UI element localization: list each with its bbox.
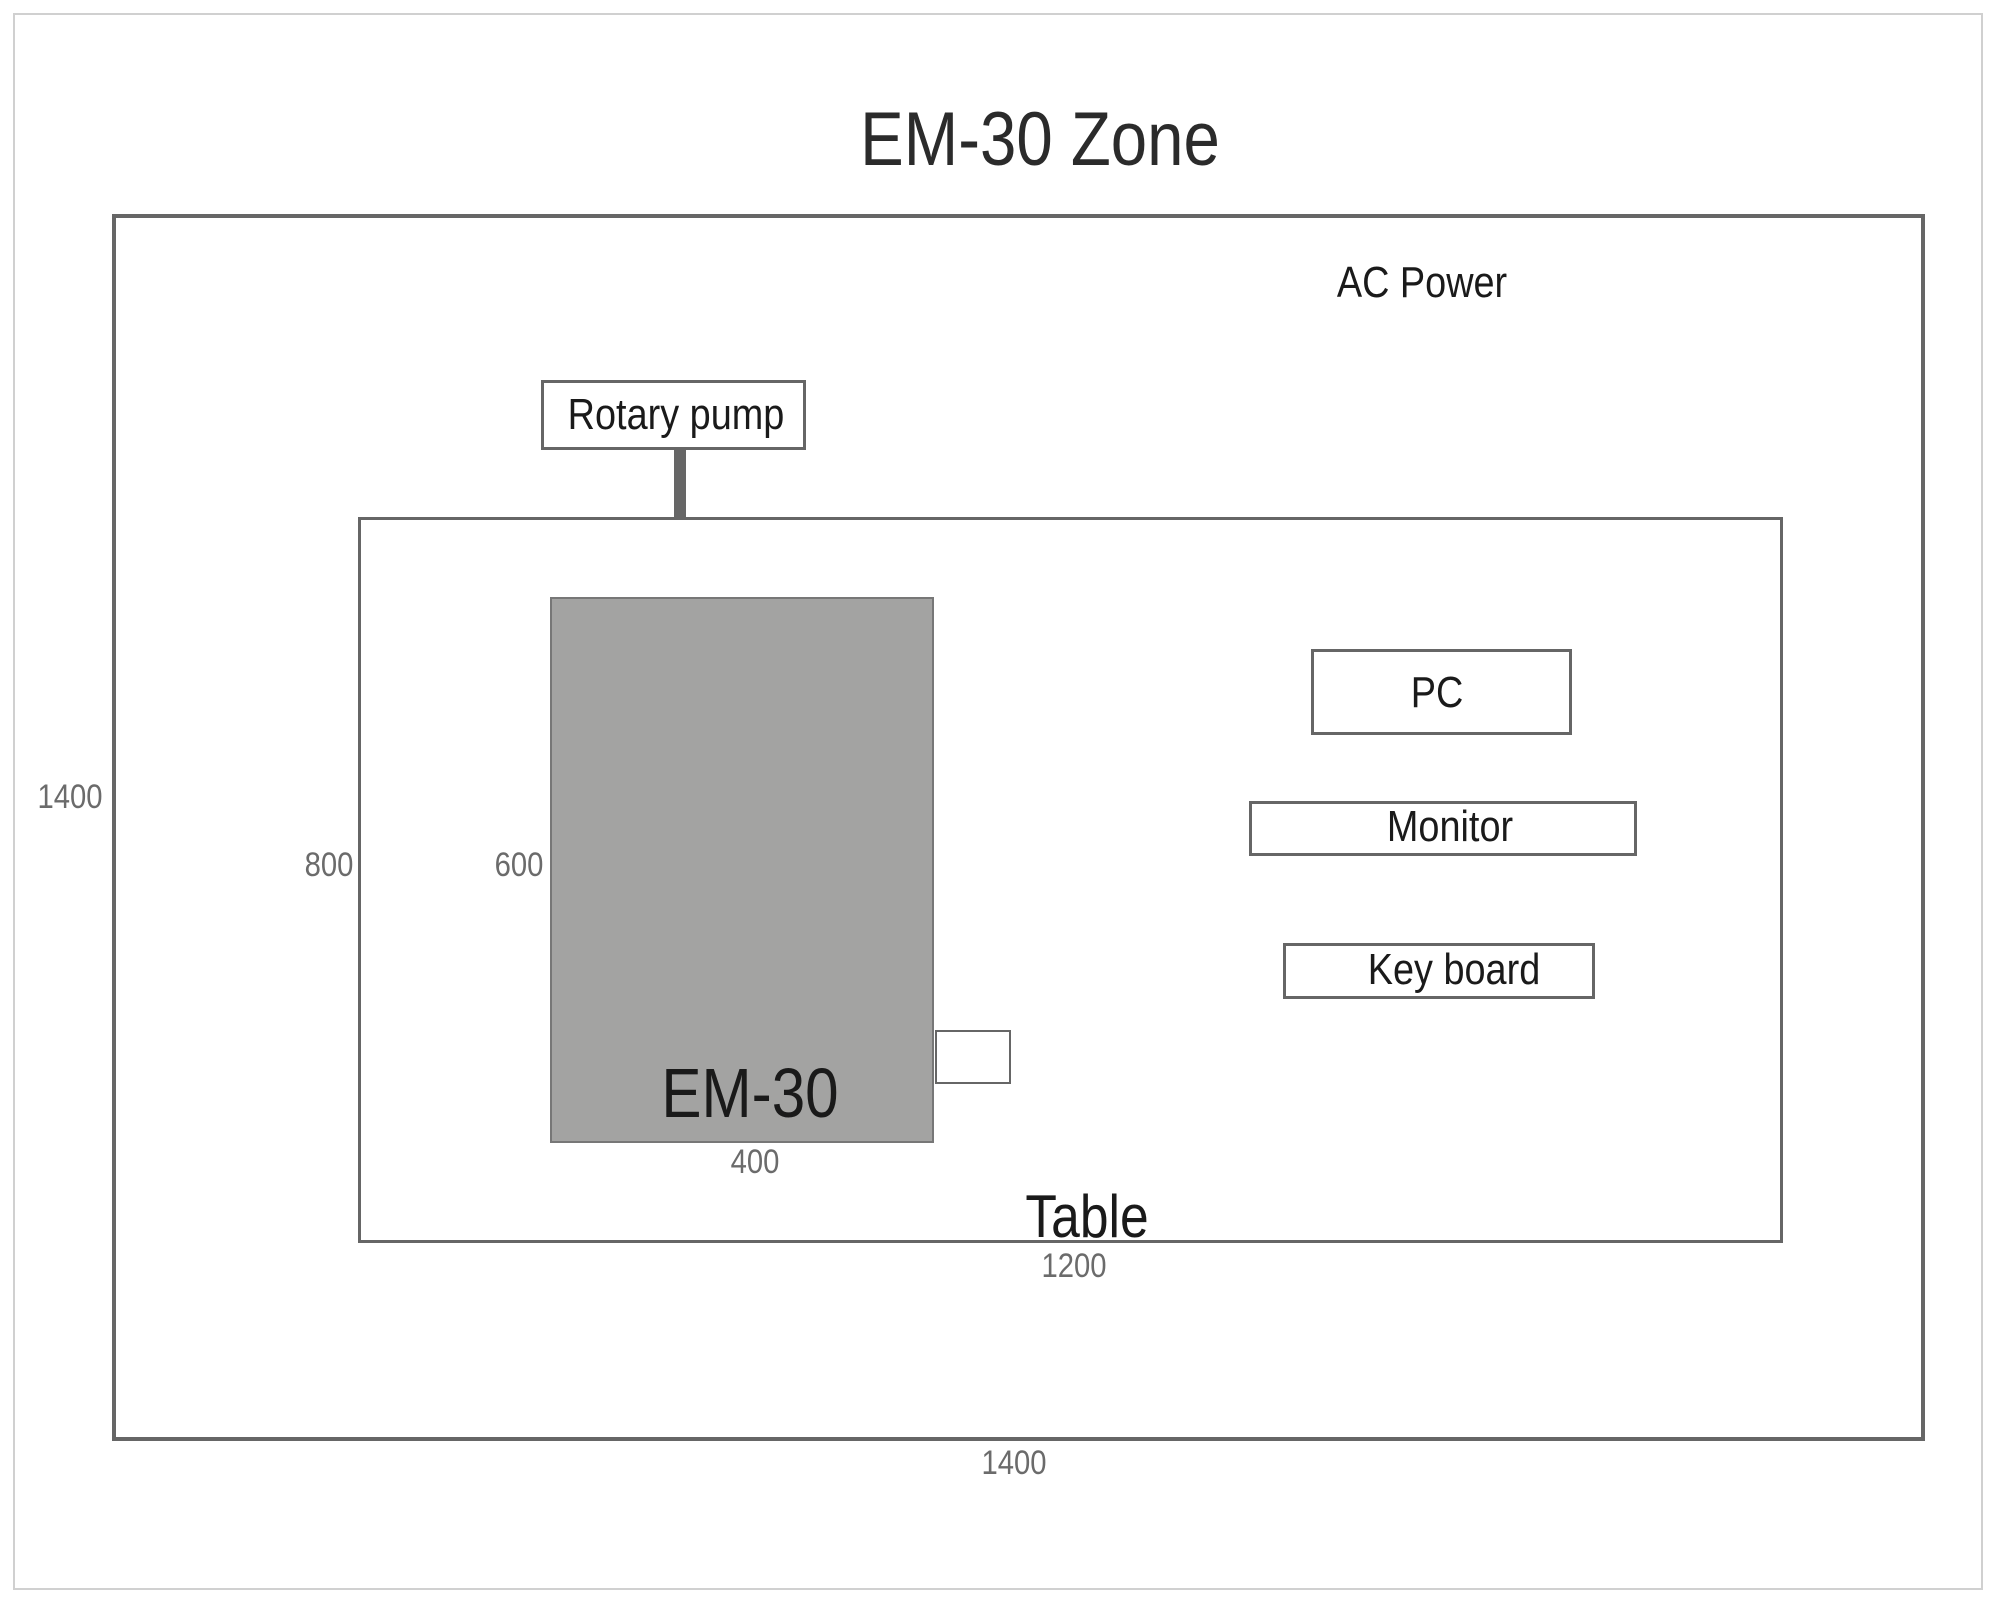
table-height-label: 800 bbox=[304, 846, 354, 884]
table-width-label: 1200 bbox=[1041, 1247, 1107, 1285]
monitor-box bbox=[1249, 801, 1637, 856]
diagram-title: EM-30 Zone bbox=[860, 97, 1220, 182]
em30-unit bbox=[550, 597, 934, 1143]
rotary-pump-box bbox=[541, 380, 806, 450]
em30-side-box bbox=[935, 1030, 1011, 1084]
ac-power-label: AC Power bbox=[1336, 258, 1508, 307]
em30-label: EM-30 bbox=[661, 1054, 839, 1132]
keyboard-box bbox=[1283, 943, 1595, 999]
monitor-label: Monitor bbox=[1386, 802, 1514, 851]
zone-width-label: 1400 bbox=[981, 1444, 1047, 1482]
zone-height-label: 1400 bbox=[37, 778, 103, 816]
table-label: Table bbox=[1025, 1183, 1149, 1250]
rotary-pump-label: Rotary pump bbox=[567, 390, 785, 439]
pc-label: PC bbox=[1410, 668, 1464, 717]
em30-width-label: 400 bbox=[730, 1143, 780, 1181]
em30-height-label: 600 bbox=[494, 846, 544, 884]
keyboard-label: Key board bbox=[1367, 945, 1541, 994]
page-frame bbox=[13, 13, 1983, 1590]
pc-box bbox=[1311, 649, 1572, 735]
